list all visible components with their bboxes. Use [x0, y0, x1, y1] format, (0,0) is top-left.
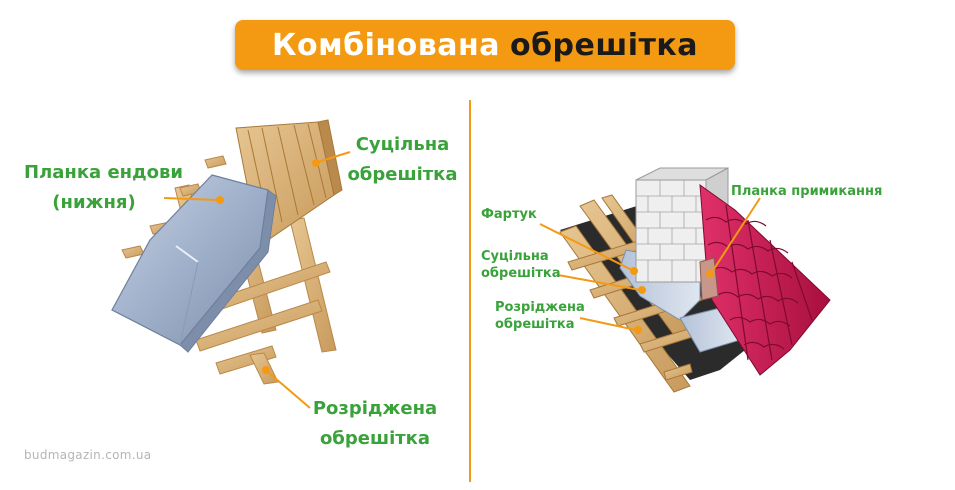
- right-leaders: [539, 197, 761, 334]
- title-badge: Комбінована обрешітка: [235, 20, 735, 70]
- label-solid-decking-left: Суцільна обрешітка: [340, 130, 465, 190]
- watermark: budmagazin.com.ua: [24, 448, 152, 462]
- title-part1: Комбінована: [272, 27, 500, 63]
- right-roof-illustration: [539, 167, 831, 393]
- label-valley-strip: Планка ендови (нижня): [24, 158, 184, 218]
- label-abutment-strip: Планка примикання: [731, 184, 883, 199]
- panel-divider: [469, 100, 471, 482]
- label-apron: Фартук: [481, 207, 537, 222]
- title-part2: обрешітка: [509, 27, 698, 63]
- label-sparse-left-line1: Розріджена: [312, 398, 438, 419]
- label-sparse-left-line2: обрешітка: [319, 428, 431, 449]
- label-solid-right-line1: Суцільна: [481, 249, 549, 264]
- right-metal-tiles: [699, 183, 831, 376]
- label-sparse-battens-right: Розріджена обрешітка: [495, 299, 585, 333]
- left-leaders: [163, 151, 351, 409]
- left-valley-sheet: [111, 174, 277, 353]
- label-sparse-battens-left: Розріджена обрешітка: [300, 394, 450, 454]
- left-roof-illustration: [111, 119, 351, 409]
- label-valley-line2: (нижня): [52, 192, 136, 213]
- label-valley-line1: Планка ендови: [24, 162, 184, 183]
- label-solid-left-line1: Суцільна: [355, 134, 450, 155]
- label-sparse-right-line1: Розріджена: [495, 300, 585, 315]
- label-solid-right-line2: обрешітка: [481, 266, 561, 281]
- label-sparse-right-line2: обрешітка: [495, 317, 575, 332]
- label-solid-decking-right: Суцільна обрешітка: [481, 248, 561, 282]
- label-solid-left-line2: обрешітка: [347, 164, 458, 185]
